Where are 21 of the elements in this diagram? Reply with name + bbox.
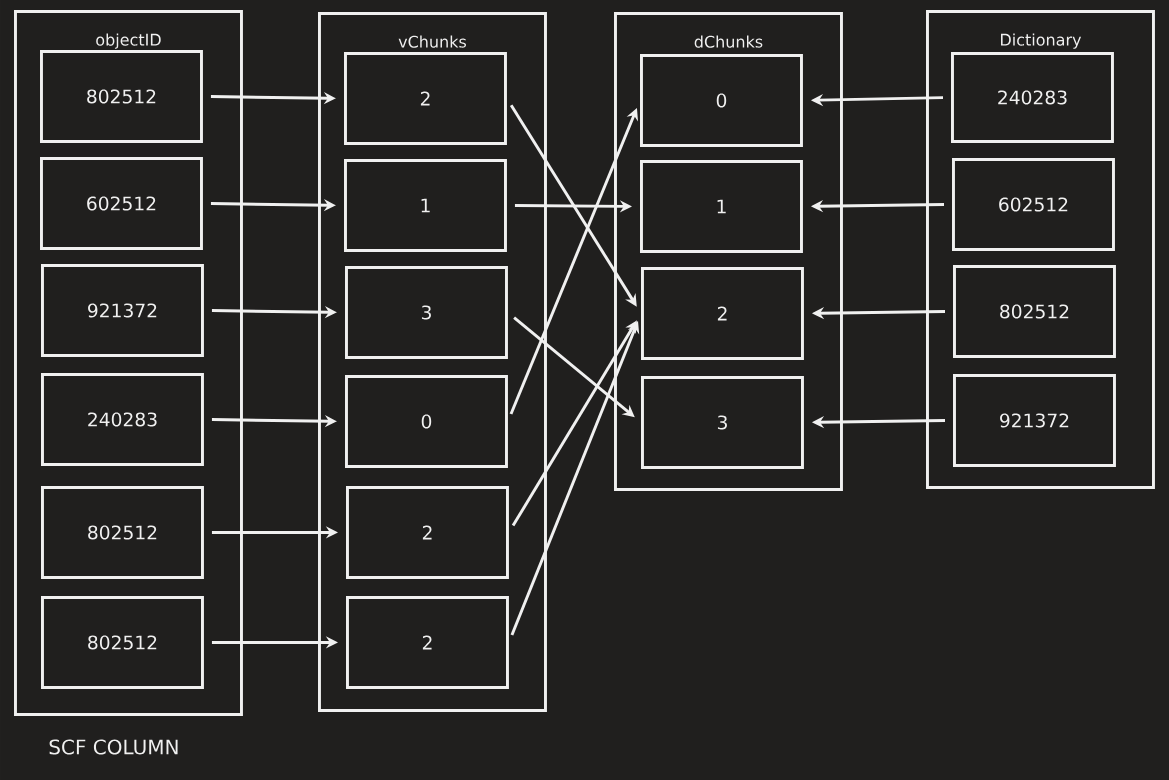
value-box: 802512 <box>40 50 203 143</box>
value-box: 3 <box>641 376 804 469</box>
value-box: 921372 <box>41 264 204 357</box>
value-box: 602512 <box>952 158 1115 251</box>
value-box: 0 <box>640 54 803 147</box>
value-box: 2 <box>641 267 804 360</box>
value-box: 3 <box>345 266 508 359</box>
diagram-caption: SCF COLUMN <box>49 739 178 755</box>
value-box: 240283 <box>41 373 204 466</box>
value-box: 2 <box>344 52 507 145</box>
value-box: 1 <box>640 160 803 253</box>
value-box: 921372 <box>953 374 1116 467</box>
value-box: 802512 <box>953 265 1116 358</box>
value-box: 2 <box>346 486 509 579</box>
value-box: 1 <box>344 159 507 252</box>
value-box: 240283 <box>951 52 1114 143</box>
value-box: 602512 <box>40 157 203 250</box>
value-box: 2 <box>346 596 509 689</box>
value-box: 802512 <box>41 486 204 579</box>
value-box: 802512 <box>41 596 204 689</box>
value-box: 0 <box>345 375 508 468</box>
